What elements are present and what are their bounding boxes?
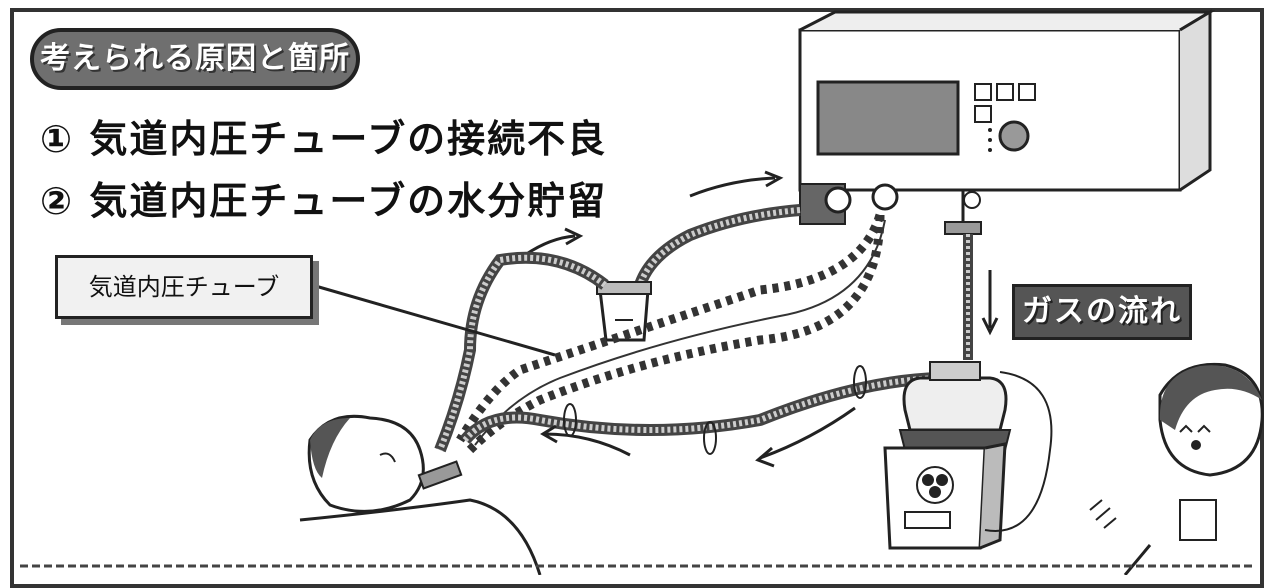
flow-arrow-icon bbox=[689, 176, 776, 198]
cause-item-2: ② 気道内圧チューブの水分貯留 bbox=[40, 179, 608, 223]
ventilator-icon bbox=[798, 9, 1216, 235]
airway-pressure-tube-label: 気道内圧チューブ bbox=[55, 255, 313, 319]
patient-icon bbox=[299, 414, 542, 575]
callout-pointer bbox=[311, 283, 556, 357]
cause-item-1: ① 気道内圧チューブの接続不良 bbox=[40, 117, 608, 161]
gas-flow-label: ガスの流れ bbox=[1012, 284, 1192, 340]
humidifier-icon bbox=[883, 361, 1012, 550]
nurse-icon bbox=[1089, 362, 1264, 575]
causes-badge: 考えられる原因と箇所 bbox=[30, 28, 360, 90]
diagram-illustration bbox=[20, 9, 1264, 575]
